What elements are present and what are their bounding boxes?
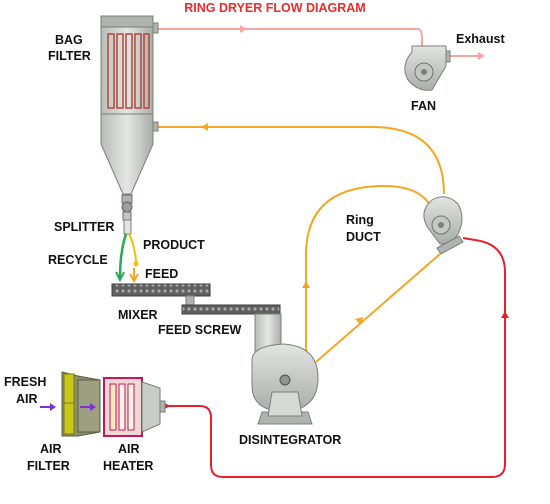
air-filter-label-line1: AIR xyxy=(40,442,62,456)
diagonal-duct-arrow xyxy=(355,317,363,325)
splitter-label: SPLITTER xyxy=(54,220,115,234)
feed-screw-label: FEED SCREW xyxy=(158,323,242,337)
product-line xyxy=(128,233,137,263)
exhaust-duct-arrow xyxy=(240,25,247,33)
ring-duct-label-line1: Ring xyxy=(346,213,374,227)
air-heater-label-line1: AIR xyxy=(118,442,140,456)
disintegrator xyxy=(251,313,319,425)
bag-filter-label-line1: BAG xyxy=(55,33,83,47)
air-heater xyxy=(103,377,166,437)
recycle-arrow xyxy=(115,271,125,283)
exhaust-duct xyxy=(153,28,423,48)
ring-duct-arrow-up xyxy=(302,281,310,288)
mixer-drop-chute xyxy=(185,295,195,306)
recycle-label: RECYCLE xyxy=(48,253,108,267)
fresh-air-arrow xyxy=(50,403,56,411)
hot-air-arrow-2 xyxy=(501,311,509,318)
fan-label: FAN xyxy=(411,99,436,113)
ring-duct-label-line2: DUCT xyxy=(346,230,381,244)
exhaust-label: Exhaust xyxy=(456,32,505,46)
filter-air-arrow xyxy=(90,403,96,411)
cyclone-to-bag-duct xyxy=(156,126,445,195)
exhaust-out-arrow xyxy=(478,52,485,60)
ring-duct-loop xyxy=(305,184,431,352)
bag-filter xyxy=(100,15,159,221)
product-outlet xyxy=(133,261,139,267)
diagram-title: RING DRYER FLOW DIAGRAM xyxy=(184,1,366,15)
air-heater-label-line2: HEATER xyxy=(103,459,154,473)
bag-filter-label-line2: FILTER xyxy=(48,49,91,63)
air-filter-label-line2: FILTER xyxy=(27,459,70,473)
feed-screw xyxy=(181,304,281,315)
hot-air-duct xyxy=(165,237,506,478)
disintegrator-to-cyclone-duct xyxy=(315,253,441,363)
feed-arrow xyxy=(129,273,139,284)
disintegrator-label: DISINTEGRATOR xyxy=(239,433,342,447)
mixer-label: MIXER xyxy=(118,308,158,322)
fresh-air-label-line1: FRESH xyxy=(4,375,47,389)
air-filter xyxy=(61,371,101,437)
ring-duct-fan xyxy=(423,196,464,255)
exhaust-fan xyxy=(404,45,451,91)
product-label: PRODUCT xyxy=(143,238,205,252)
mixer xyxy=(111,283,211,297)
splitter xyxy=(123,219,132,235)
feed-label: FEED xyxy=(145,267,179,281)
cyclone-to-bag-arrow xyxy=(201,123,208,131)
recycle-line xyxy=(118,233,128,279)
fresh-air-label-line2: AIR xyxy=(16,392,38,406)
